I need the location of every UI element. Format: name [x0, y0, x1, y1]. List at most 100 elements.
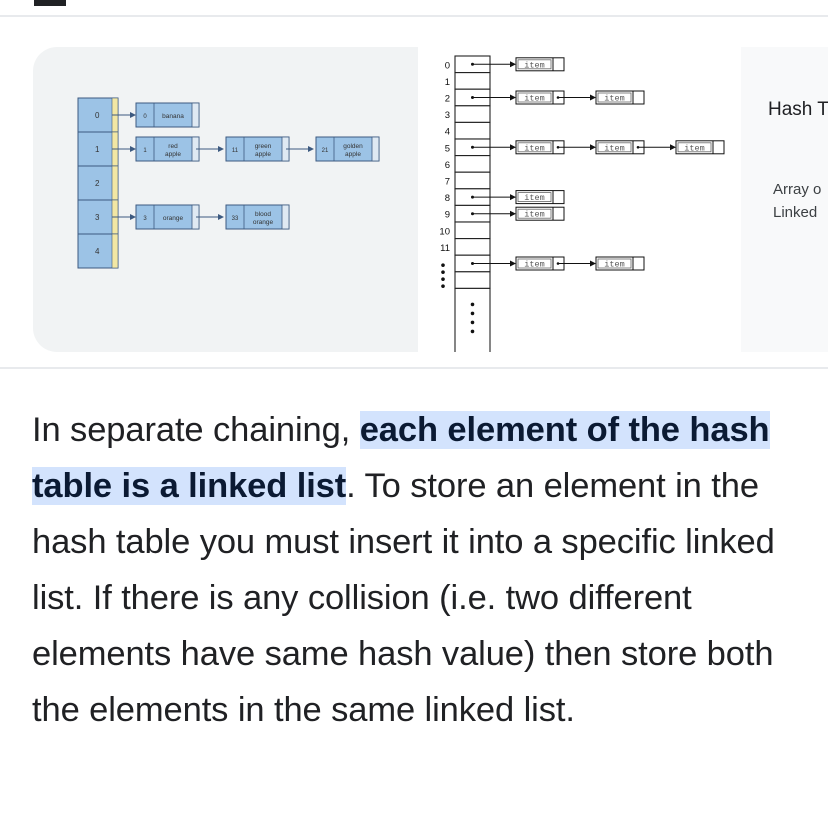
arrow-head — [510, 94, 516, 101]
arrow-head — [510, 61, 516, 68]
array-index-label: 10 — [439, 226, 450, 237]
node-value: green — [255, 143, 272, 150]
array-index-label: 8 — [445, 193, 450, 204]
array-index-label: 1 — [445, 77, 450, 88]
ellipsis-dot — [470, 320, 475, 325]
item-label: item — [524, 210, 544, 220]
item-label: item — [524, 143, 544, 153]
array-index-label: 0 — [445, 60, 450, 71]
array-cell — [454, 72, 491, 90]
snippet-text-after: . To store an element in the hash table … — [32, 467, 775, 729]
item-node: item — [595, 140, 645, 155]
item-node: item — [595, 90, 645, 105]
bucket-label: 2 — [95, 179, 100, 188]
item-node: item — [515, 140, 565, 155]
arrow-head — [670, 144, 676, 151]
chain-node: 3 orange — [135, 204, 200, 230]
arrow-head — [130, 214, 136, 220]
node-value: orange — [163, 215, 184, 222]
arrow-head — [218, 146, 224, 152]
array-index-label: 4 — [445, 127, 450, 138]
array-cell — [454, 271, 491, 289]
bucket-edge — [111, 165, 119, 201]
snippet-text-before: In separate chaining, — [32, 411, 360, 449]
bucket-label: 4 — [95, 247, 100, 256]
active-tab-indicator — [34, 0, 66, 6]
arrow-head — [510, 260, 516, 267]
arrow-head — [510, 144, 516, 151]
node-key: 33 — [232, 216, 239, 222]
array-cell — [454, 238, 491, 256]
arrow-head — [590, 94, 596, 101]
array-cell — [454, 121, 491, 140]
arrow-head — [308, 146, 314, 152]
section-divider — [0, 367, 828, 369]
item-node: item — [515, 90, 565, 105]
node-value: golden — [343, 143, 363, 150]
node-value: blood — [255, 211, 271, 218]
item-node: item — [595, 256, 645, 271]
array-index-label: 3 — [445, 110, 450, 121]
bucket-cell — [77, 131, 119, 167]
array-index-label: 9 — [445, 210, 450, 221]
node-key: 11 — [232, 148, 239, 154]
arrow-head — [218, 214, 224, 220]
node-value: apple — [255, 151, 271, 158]
node-value: apple — [165, 151, 181, 158]
ellipsis-dot — [441, 263, 445, 267]
item-label: item — [524, 94, 544, 104]
array-index-label: 6 — [445, 160, 450, 171]
array-index-label: 7 — [445, 177, 450, 188]
arrow-head — [130, 112, 136, 118]
node-value: apple — [345, 151, 361, 158]
ellipsis-dot — [441, 284, 445, 288]
ellipsis-dot — [441, 270, 445, 274]
ellipsis-dot — [470, 311, 475, 316]
hash-card-line-1: Array o — [773, 181, 822, 198]
featured-snippet-text: In separate chaining, each element of th… — [32, 402, 802, 738]
array-cell — [454, 221, 491, 240]
ellipsis-dot — [441, 277, 445, 281]
bucket-label: 3 — [95, 213, 100, 222]
hash-card-line-2: Linked — [773, 204, 818, 221]
chain-node: 0 banana — [135, 102, 200, 128]
arrow-head — [590, 144, 596, 151]
ellipsis-dot — [470, 302, 475, 307]
item-node: item — [675, 140, 725, 155]
item-label: item — [604, 260, 624, 270]
item-node: item — [515, 206, 565, 221]
node-key: 3 — [143, 216, 147, 222]
node-value: banana — [162, 113, 184, 120]
item-label: item — [604, 94, 624, 104]
item-label: item — [524, 60, 544, 70]
top-divider — [0, 15, 828, 17]
node-key: 0 — [143, 114, 147, 120]
node-value: red — [168, 143, 178, 150]
top-bar — [0, 0, 828, 17]
bucket-label: 0 — [95, 111, 100, 120]
array-cell — [454, 155, 491, 173]
image-card-hash-table[interactable]: Hash T Array o Linked — [741, 47, 828, 352]
hash-card-title: Hash T — [768, 99, 828, 120]
array-index-label: 5 — [445, 143, 450, 154]
arrow-head — [590, 260, 596, 267]
item-label: item — [524, 260, 544, 270]
item-node: item — [515, 256, 565, 271]
bucket-edge — [111, 233, 119, 269]
array-index-label: 2 — [445, 94, 450, 105]
item-label: item — [604, 143, 624, 153]
arrow-head — [510, 194, 516, 201]
item-node: item — [515, 57, 565, 72]
array-tail-cell — [454, 287, 491, 352]
node-value: orange — [253, 219, 274, 226]
node-key: 1 — [143, 148, 147, 154]
